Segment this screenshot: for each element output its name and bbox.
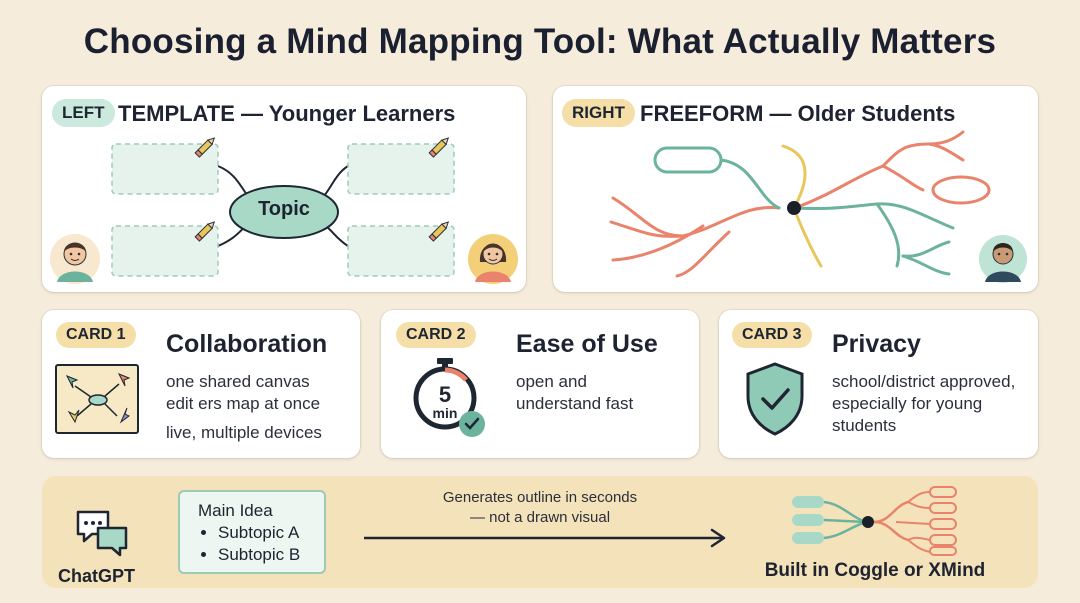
card-2-title: Ease of Use [516, 330, 658, 358]
card-1-line-3: live, multiple devices [166, 423, 322, 442]
freeform-mind-map [609, 130, 1027, 283]
child-avatar-icon [50, 234, 100, 284]
card-3-tag: CARD 3 [732, 322, 812, 348]
shared-canvas-icon [55, 364, 139, 434]
card-1-line-1: one shared canvas [166, 372, 310, 391]
card-1-tag: CARD 1 [56, 322, 136, 348]
chatgpt-label: ChatGPT [58, 566, 136, 586]
outline-box: Main Idea Subtopic A Subtopic B [178, 490, 326, 574]
card-3-title: Privacy [832, 330, 921, 358]
timer-unit: min [432, 405, 458, 421]
arrow-caption-line-1: Generates outline in seconds [442, 489, 638, 506]
pencil-icon [428, 137, 450, 158]
card-2-line-1: open and [516, 372, 587, 391]
center-topic-node: Topic [258, 198, 310, 220]
right-panel-heading: FREEFORM — Older Students [640, 101, 956, 126]
student-avatar-icon [979, 235, 1027, 283]
card-1-title: Collaboration [166, 330, 328, 358]
timer-value: 5 [438, 382, 452, 407]
card-2-line-2: understand fast [516, 394, 634, 413]
outline-item: Subtopic A [218, 522, 324, 544]
pencil-icon [194, 221, 216, 242]
result-mind-map-icon [792, 486, 957, 556]
card-3-line-3: students [832, 416, 897, 435]
arrow-right-icon [364, 528, 726, 548]
template-mind-map [50, 137, 518, 284]
timer-icon [413, 358, 485, 437]
card-2-tag: CARD 2 [396, 322, 476, 348]
result-label: Built in Coggle or XMind [764, 560, 986, 581]
shield-check-icon [746, 362, 804, 436]
chat-bubbles-icon [76, 510, 128, 557]
right-tag: RIGHT [562, 99, 635, 127]
pencil-icon [428, 221, 450, 242]
left-panel-heading: TEMPLATE — Younger Learners [118, 101, 456, 126]
card-1-line-2: edit ers map at once [166, 394, 321, 413]
left-tag: LEFT [52, 99, 115, 127]
card-3-line-1: school/district approved, [832, 372, 1016, 391]
arrow-caption-line-2: — not a drawn visual [469, 509, 611, 526]
page-title: Choosing a Mind Mapping Tool: What Actua… [83, 22, 997, 61]
card-3-line-2: especially for young [832, 394, 983, 413]
outline-item: Subtopic B [218, 544, 324, 566]
pencil-icon [194, 137, 216, 158]
girl-avatar-icon [468, 234, 518, 284]
outline-title: Main Idea [198, 501, 273, 520]
